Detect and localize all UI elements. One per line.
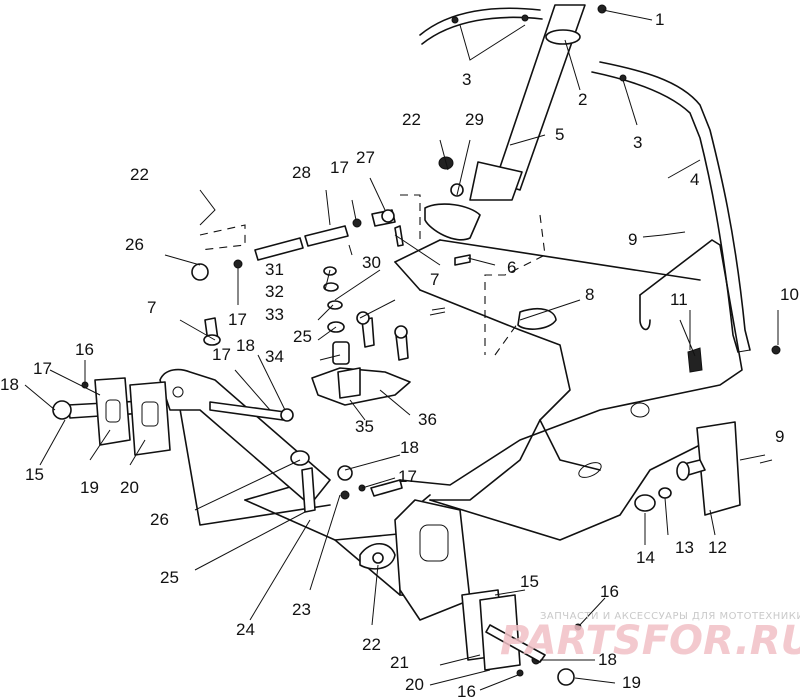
watermark-caption: ЗАПЧАСТИ И АКСЕССУАРЫ ДЛЯ МОТОТЕХНИКИ (540, 611, 800, 622)
leader-lines (24, 9, 779, 691)
callout-23: 24 (236, 620, 255, 639)
callout-labels: 1 2 3 3 4 5 6 7 7 8 9 9 10 11 12 13 14 1… (0, 10, 799, 699)
callout-18: 18 (0, 375, 19, 394)
dashed-guides (199, 194, 546, 356)
callout-14: 14 (636, 548, 655, 567)
callout-22c: 23 (292, 600, 311, 619)
callout-3b: 3 (633, 133, 642, 152)
callout-18c: 18 (400, 438, 419, 457)
watermark-logo: PARTSFOR.RU (500, 618, 800, 664)
callout-13: 13 (675, 538, 694, 557)
callout-32: 33 (265, 305, 284, 324)
callout-17d: 17 (212, 345, 231, 364)
callout-33: 34 (265, 347, 284, 366)
callout-17b: 17 (228, 310, 247, 329)
callout-18d: 19 (622, 673, 641, 692)
callout-3: 3 (462, 70, 471, 89)
callout-22b: 22 (402, 110, 421, 129)
callout-29: 30 (362, 253, 381, 272)
callout-17f: 18 (598, 650, 617, 669)
pivot-assembly (311, 266, 411, 406)
callout-9b: 9 (775, 427, 784, 446)
callout-21: 22 (362, 635, 381, 654)
callout-28: 29 (465, 110, 484, 129)
callout-20: 20 (120, 478, 139, 497)
callout-26: 26 (125, 235, 144, 254)
callout-15: 15 (25, 465, 44, 484)
callout-16: 16 (75, 340, 94, 359)
callout-17: 17 (330, 158, 349, 177)
callout-34: 35 (355, 417, 374, 436)
callout-1: 1 (655, 10, 664, 29)
callout-16b: 16 (600, 582, 619, 601)
callout-19: 19 (80, 478, 99, 497)
steering-post (424, 4, 586, 241)
callout-4: 4 (690, 170, 699, 189)
callout-11: 11 (670, 290, 688, 309)
bracket-arm (159, 368, 331, 506)
callout-31: 32 (265, 282, 284, 301)
left-linkage (52, 377, 294, 456)
tie-rod (191, 209, 396, 281)
callout-7b: 7 (430, 270, 439, 289)
callout-12: 12 (708, 538, 727, 557)
callout-19b: 20 (405, 675, 424, 694)
right-plate (634, 421, 741, 516)
callout-25: 25 (293, 327, 312, 346)
callout-5: 5 (555, 125, 564, 144)
callout-6: 6 (507, 258, 516, 277)
callout-9: 9 (628, 230, 637, 249)
callout-7: 7 (147, 298, 156, 317)
callout-2: 2 (578, 90, 587, 109)
callout-35: 36 (418, 410, 437, 429)
callout-15b: 15 (520, 572, 539, 591)
callout-26b: 27 (356, 148, 375, 167)
callout-20b: 21 (390, 653, 409, 672)
callout-10: 10 (780, 285, 799, 304)
watermark: ЗАПЧАСТИ И АКСЕССУАРЫ ДЛЯ МОТОТЕХНИКИ PA… (500, 611, 800, 664)
fasteners (81, 4, 781, 686)
callout-16c: 16 (457, 682, 476, 699)
callout-17c: 17 (33, 359, 52, 378)
callout-22: 22 (130, 165, 149, 184)
frame-panel (394, 239, 743, 541)
chassis-plate (174, 379, 471, 621)
callout-30: 31 (265, 260, 284, 279)
callout-25b: 26 (150, 510, 169, 529)
callout-8: 8 (585, 285, 594, 304)
callout-27: 28 (292, 163, 311, 182)
callout-18b: 18 (236, 336, 255, 355)
callout-17e: 17 (398, 467, 417, 486)
callout-24: 25 (160, 568, 179, 587)
lower-linkage (359, 542, 546, 671)
